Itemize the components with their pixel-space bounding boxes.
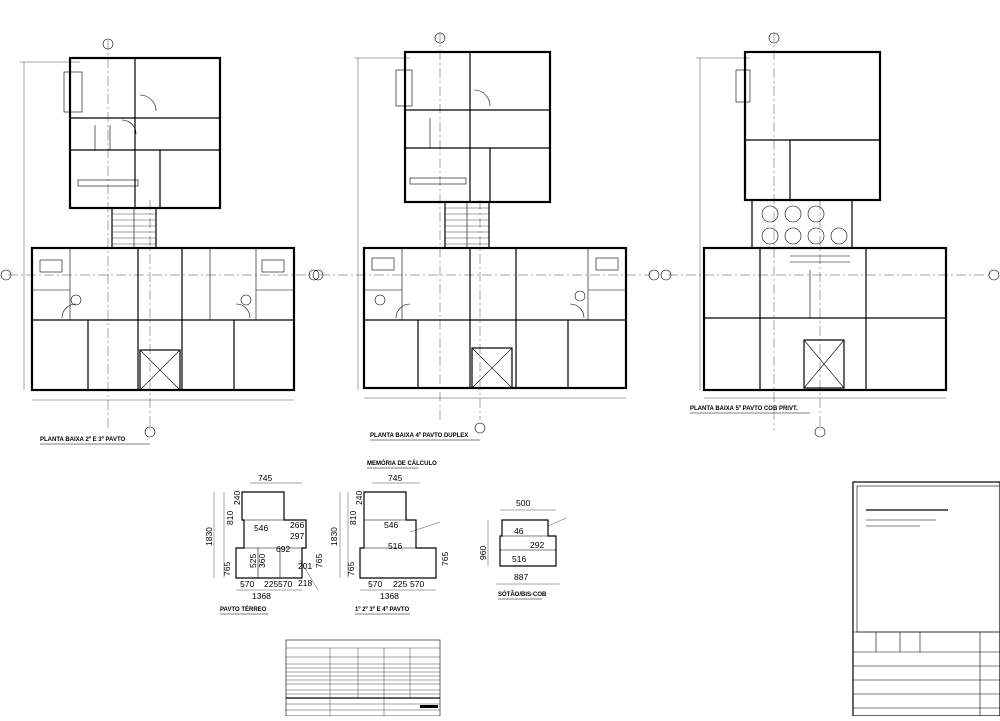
plan1-title: PLANTA BAIXA 2º E 3º PAVTO	[40, 437, 126, 443]
dim-297: 297	[290, 531, 304, 541]
axis-marker-left	[312, 269, 324, 281]
dim-546: 546	[254, 523, 268, 533]
dim-516: 516	[388, 541, 402, 551]
memoria-title: MEMÓRIA DE CÁLCULO	[367, 459, 437, 467]
floor-plan-1: PLANTA BAIXA 2º E 3º PAVTO	[0, 38, 320, 445]
dim-top: 745	[258, 473, 272, 483]
dim-500: 500	[516, 498, 530, 508]
dim-360: 360	[257, 554, 267, 568]
floor-plan-2: PLANTA BAIXA 4º PAVTO DUPLEX	[312, 32, 660, 441]
dim-765-right: 765	[314, 554, 324, 568]
dim-692: 692	[276, 544, 290, 554]
dim-765-left: 765	[222, 562, 232, 576]
dim-1368: 1368	[252, 591, 271, 601]
area-detail-2: 745 240 810 1830 765 546 516 765 570 225…	[329, 473, 450, 615]
dim-960: 960	[478, 546, 488, 560]
axis-marker-left	[0, 269, 12, 281]
dim-570-b: 570	[278, 579, 292, 589]
axis-marker-bottom	[474, 422, 486, 434]
dim-240: 240	[232, 491, 242, 505]
axis-marker-right	[648, 269, 660, 281]
dim-1830: 1830	[329, 527, 339, 546]
dim-570-a: 570	[368, 579, 382, 589]
axis-marker-right	[308, 269, 320, 281]
axis-marker-top	[434, 32, 446, 44]
axis-marker-right	[988, 269, 1000, 281]
floor-plan-3: PLANTA BAIXA 5º PAVTO COB PRIVT.	[660, 32, 1000, 438]
detail1-title: PAVTO TÉRREO	[220, 605, 267, 613]
plan2-title: PLANTA BAIXA 4º PAVTO DUPLEX	[370, 433, 468, 439]
dim-1830: 1830	[204, 527, 214, 546]
dim-887: 887	[514, 572, 528, 582]
dim-266: 266	[290, 520, 304, 530]
axis-marker-top	[102, 38, 114, 50]
detail3-title: SÓTÃO/BIS-COB	[498, 590, 547, 598]
dim-546: 546	[384, 520, 398, 530]
dim-1368: 1368	[380, 591, 399, 601]
area-table	[285, 639, 441, 717]
dim-218: 218	[298, 578, 312, 588]
dim-top: 745	[388, 473, 402, 483]
dim-570-b: 570	[410, 579, 424, 589]
axis-marker-bottom	[144, 426, 156, 438]
dim-810: 810	[348, 511, 358, 525]
dim-525: 525	[248, 554, 258, 568]
area-detail-3: 500 46 516 292 960 887 SÓTÃO/BIS-COB	[478, 498, 567, 600]
dim-810: 810	[225, 511, 235, 525]
axis-marker-bottom	[814, 426, 826, 438]
plan3-title: PLANTA BAIXA 5º PAVTO COB PRIVT.	[690, 406, 798, 412]
axis-marker-left	[660, 269, 672, 281]
title-block	[852, 481, 1000, 717]
area-detail-1: 745 240 810 1830 765 546 266 297 692 525…	[204, 473, 324, 615]
dim-292: 292	[530, 540, 544, 550]
dim-240: 240	[354, 491, 364, 505]
dim-225: 225	[393, 579, 407, 589]
detail2-title: 1º 2º 3º E 4º PAVTO	[355, 607, 409, 613]
dim-516: 516	[512, 554, 526, 564]
dim-765-left: 765	[346, 562, 356, 576]
dim-765-right: 765	[440, 552, 450, 566]
dim-225: 225	[264, 579, 278, 589]
dim-46: 46	[514, 526, 524, 536]
dim-570-a: 570	[240, 579, 254, 589]
axis-marker-top	[768, 32, 780, 44]
dim-201: 201	[298, 561, 312, 571]
